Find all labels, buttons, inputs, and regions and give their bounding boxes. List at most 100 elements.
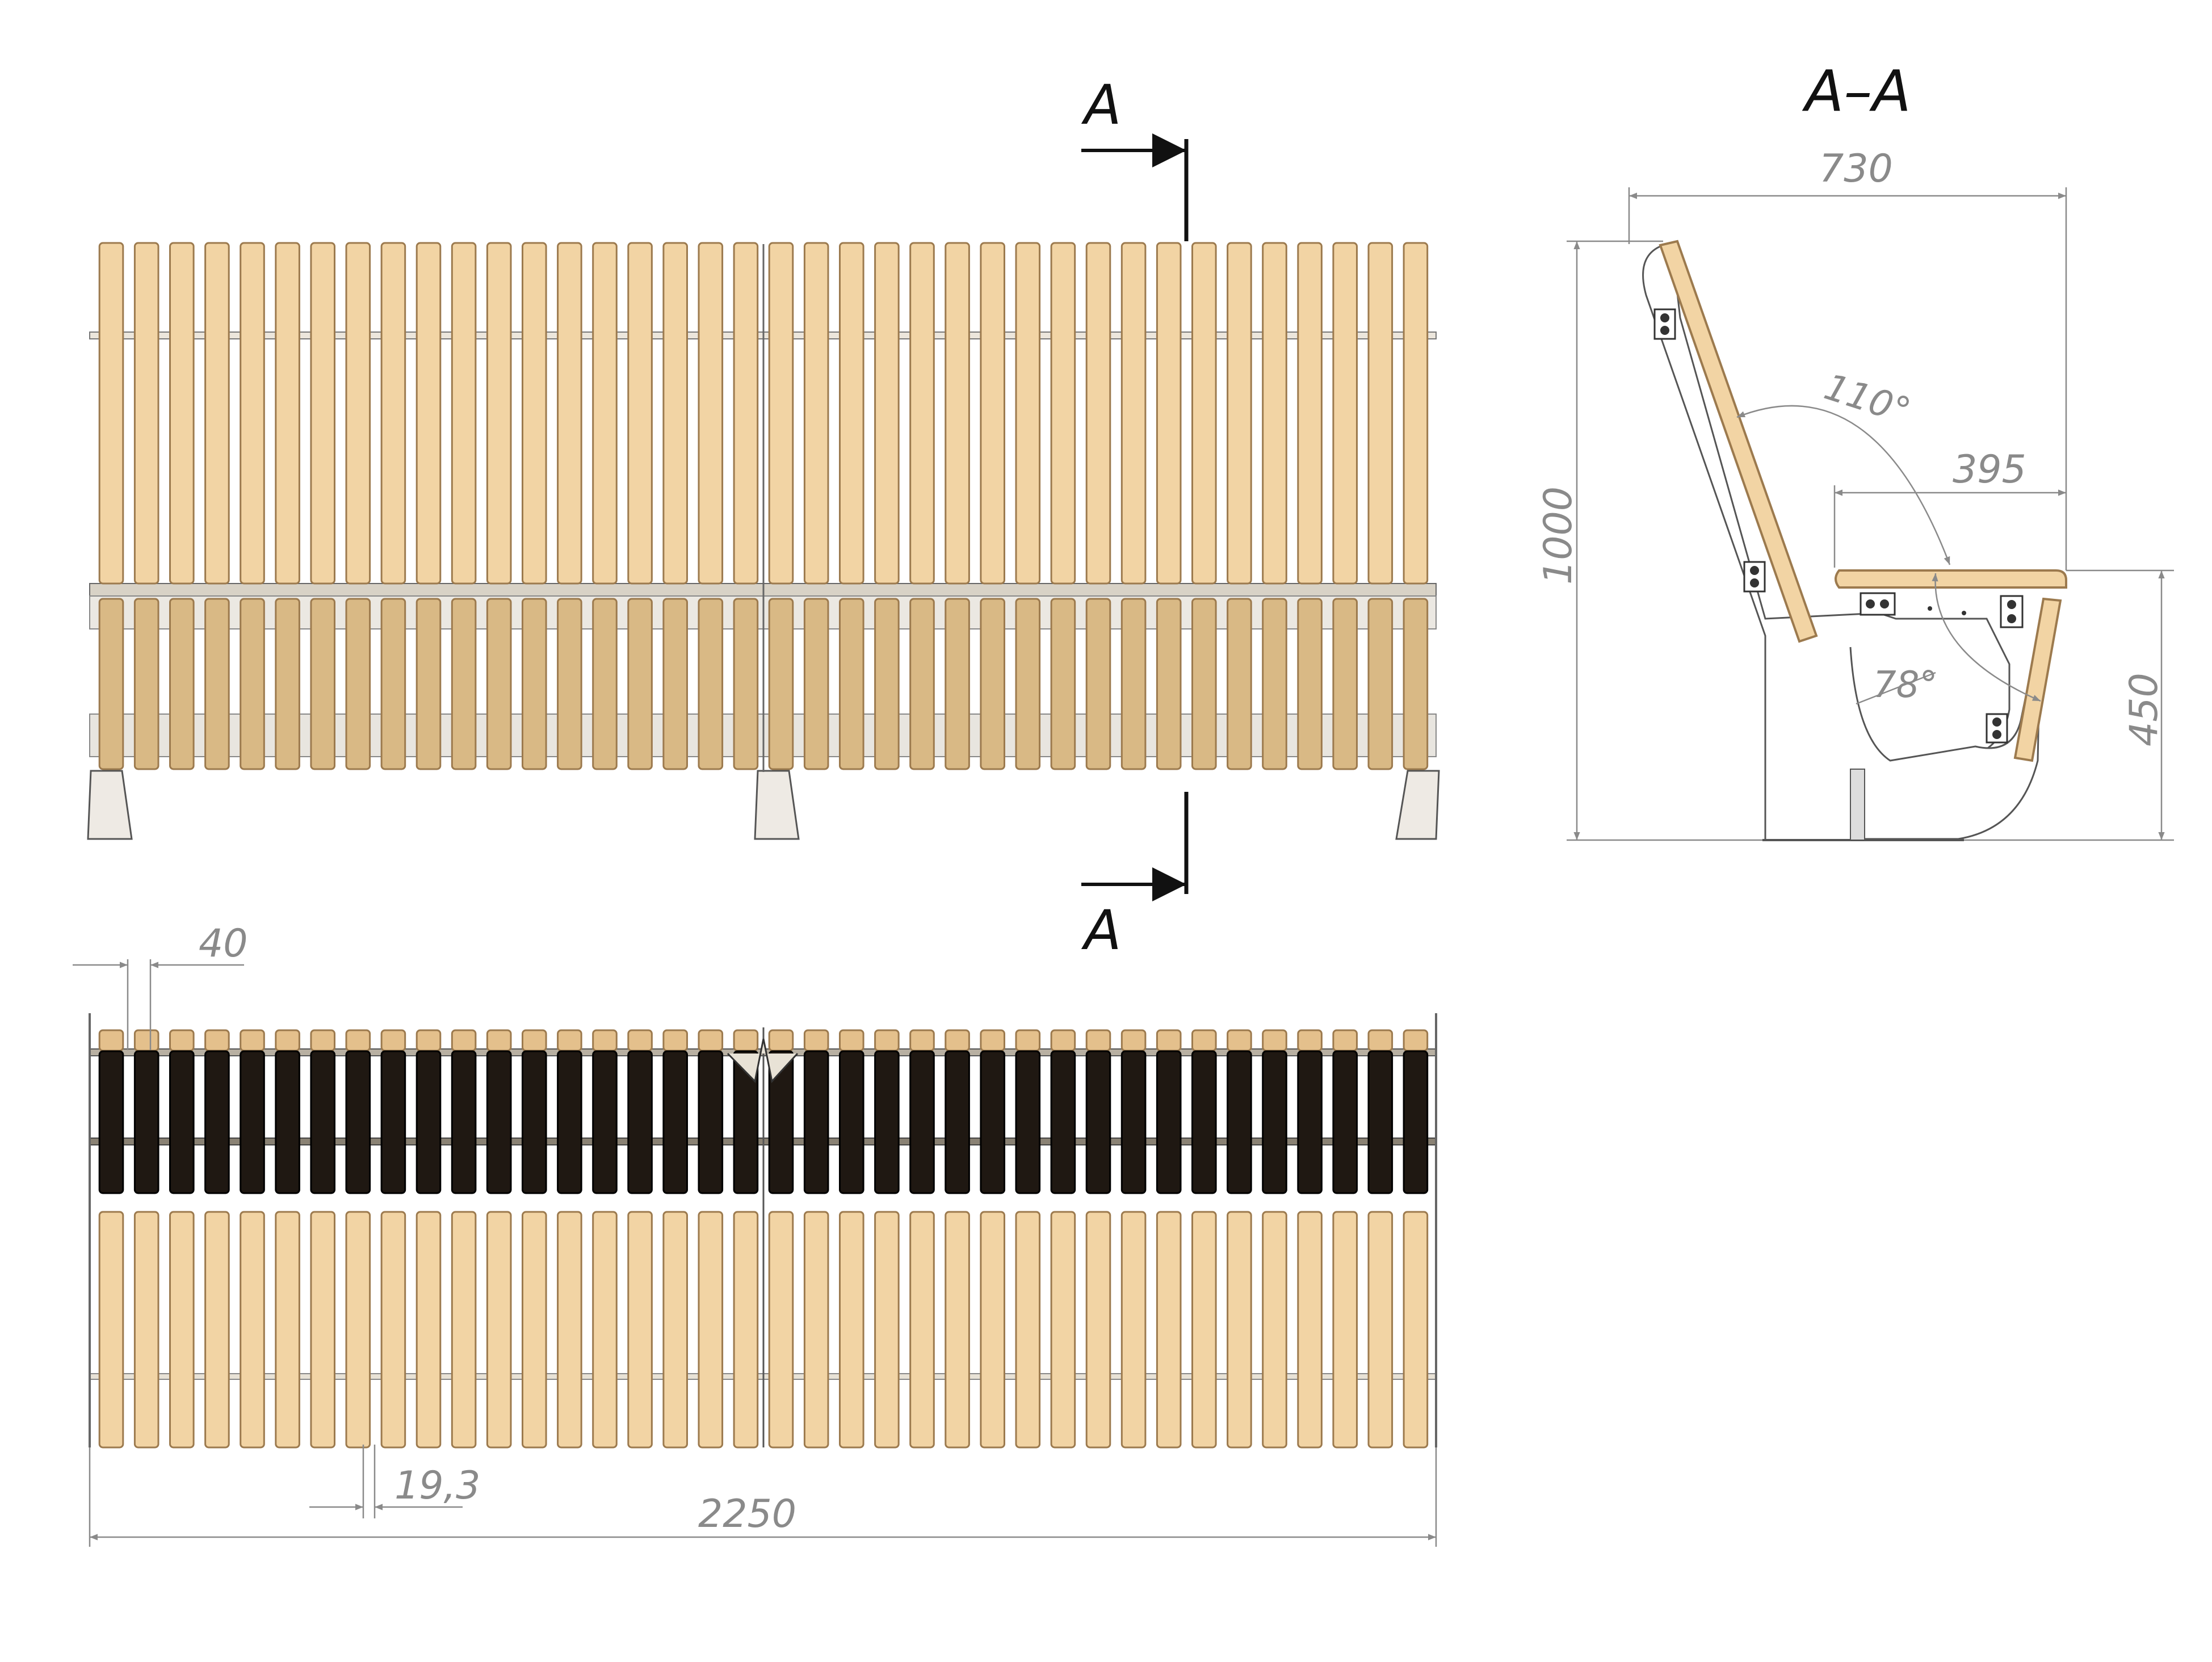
- top-backrest-slat: [733, 1050, 759, 1194]
- top-seat-slat: [698, 1211, 724, 1449]
- top-seat-slat: [1297, 1211, 1323, 1449]
- top-backrest-slat: [1050, 1050, 1076, 1194]
- top-seat-slat: [240, 1211, 265, 1449]
- front-seat-slat: [874, 598, 900, 770]
- top-backrest-slat: [486, 1050, 512, 1194]
- top-seat-slat: [1191, 1211, 1217, 1449]
- dim-leg-angle: 78°: [1873, 664, 1937, 706]
- top-seat-slat: [133, 1211, 160, 1449]
- dim-total-length: 2250: [698, 1492, 796, 1537]
- top-backrest-slat: [275, 1050, 300, 1194]
- front-seat-slat: [345, 598, 371, 770]
- front-seat-slat: [627, 598, 653, 770]
- top-back-cap: [909, 1029, 935, 1052]
- dim-total-height: 1000: [1536, 486, 1581, 585]
- front-backrest-slat: [1297, 242, 1323, 585]
- front-backrest-slat: [980, 242, 1006, 585]
- front-seat-slat: [803, 598, 829, 770]
- top-backrest-slat: [1262, 1050, 1287, 1194]
- top-backrest-slat: [1191, 1050, 1217, 1194]
- front-backrest-slat: [1262, 242, 1287, 585]
- front-seat-slat: [486, 598, 512, 770]
- front-backrest-slat: [733, 242, 759, 585]
- top-seat-slat: [839, 1211, 864, 1449]
- top-back-cap: [592, 1029, 618, 1052]
- front-backrest-slat: [1403, 242, 1429, 585]
- top-seat-slat: [768, 1211, 794, 1449]
- top-backrest-slat: [1120, 1050, 1147, 1194]
- top-backrest-slat: [839, 1050, 864, 1194]
- front-seat-slat: [1156, 598, 1182, 770]
- top-seat-slat: [310, 1211, 336, 1449]
- front-backrest-slat: [169, 242, 195, 585]
- front-backrest-slat: [380, 242, 406, 585]
- top-back-cap: [733, 1029, 759, 1052]
- top-backrest-slat: [1297, 1050, 1323, 1194]
- top-backrest-slat: [698, 1050, 724, 1194]
- front-backrest-slat: [874, 242, 900, 585]
- top-seat-slat: [733, 1211, 759, 1449]
- top-back-cap: [874, 1029, 900, 1052]
- top-backrest-slat: [345, 1050, 371, 1194]
- bracket-back-bottom: [1743, 561, 1766, 593]
- dim-slat-gap: 19,3: [394, 1463, 480, 1508]
- top-backrest-slat: [1332, 1050, 1358, 1194]
- top-seat-slats: [98, 1211, 1429, 1449]
- top-backrest-slat: [204, 1050, 230, 1194]
- top-backrest-slat: [874, 1050, 900, 1194]
- front-view: [87, 242, 1440, 840]
- top-seat-slat: [204, 1211, 230, 1449]
- top-backrest-slat: [1156, 1050, 1182, 1194]
- front-seat-slat: [275, 598, 300, 770]
- front-seat-slat: [240, 598, 265, 770]
- top-back-cap: [1156, 1029, 1182, 1052]
- top-back-cap: [451, 1029, 477, 1052]
- section-label-top: A: [1081, 73, 1122, 137]
- frame-dot-1: [1928, 606, 1932, 611]
- dim-depth: 730: [1819, 146, 1893, 191]
- front-slats: [98, 242, 1429, 770]
- top-backrest-slat: [592, 1050, 618, 1194]
- front-backrest-slat: [486, 242, 512, 585]
- dim-seat-depth: 395: [1953, 447, 2026, 492]
- top-backrest-slat: [627, 1050, 653, 1194]
- front-seat-slat: [768, 598, 794, 770]
- front-backrest-slat: [627, 242, 653, 585]
- top-back-cap: [1403, 1029, 1429, 1052]
- front-seat-slat: [1191, 598, 1217, 770]
- front-backrest-slat: [1050, 242, 1076, 585]
- front-backrest-slat: [1191, 242, 1217, 585]
- top-back-cap: [98, 1029, 124, 1052]
- top-backrest-slat: [909, 1050, 935, 1194]
- front-backrest-slat: [698, 242, 724, 585]
- top-back-cap: [980, 1029, 1006, 1052]
- dim-back-angle: 110°: [1819, 366, 1915, 433]
- top-seat-slat: [1050, 1211, 1076, 1449]
- front-seat-slat: [557, 598, 582, 770]
- front-seat-slat: [592, 598, 618, 770]
- front-seat-slat: [733, 598, 759, 770]
- top-back-cap: [1227, 1029, 1252, 1052]
- top-seat-slat: [380, 1211, 406, 1449]
- top-back-cap: [1367, 1029, 1393, 1052]
- front-seat-slat: [945, 598, 970, 770]
- top-back-cap: [662, 1029, 689, 1052]
- top-seat-slat: [980, 1211, 1006, 1449]
- front-backrest-slat: [592, 242, 618, 585]
- top-backrest-slat: [945, 1050, 970, 1194]
- top-backrest-slat: [169, 1050, 195, 1194]
- front-backrest-slat: [557, 242, 582, 585]
- top-back-cap: [486, 1029, 512, 1052]
- center-bracket: [727, 1038, 799, 1084]
- top-seat-slat: [627, 1211, 653, 1449]
- top-seat-slat: [345, 1211, 371, 1449]
- top-back-cap: [380, 1029, 406, 1052]
- front-seat-slat: [1015, 598, 1041, 770]
- top-view-dimensions: 40 19,3 2250: [73, 921, 1437, 1547]
- top-seat-slat: [662, 1211, 689, 1449]
- top-backrest-slat: [310, 1050, 336, 1194]
- seat-slat: [1835, 569, 2067, 589]
- front-seat-slat: [1085, 598, 1111, 770]
- top-seat-slat: [557, 1211, 582, 1449]
- front-seat-slat: [1297, 598, 1323, 770]
